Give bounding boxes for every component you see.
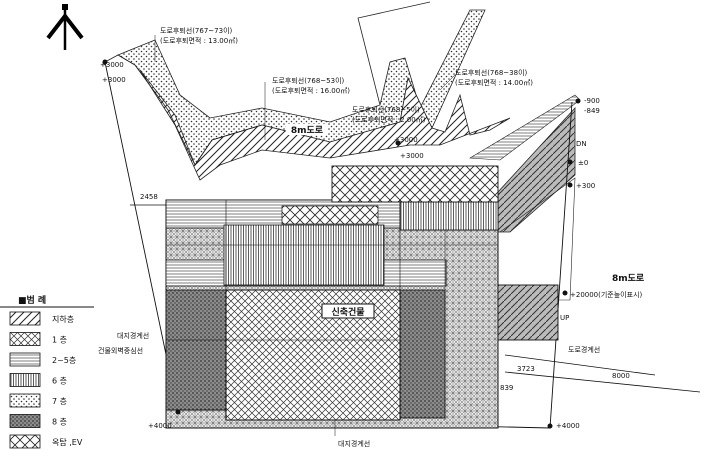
up-label: UP	[560, 314, 569, 322]
legend-label-f1: 1 층	[52, 336, 67, 345]
north-arrow-icon	[46, 4, 84, 50]
level-sw: +4000	[148, 422, 172, 430]
legend-swatch-b1	[9, 311, 41, 326]
svg-text:(도로후퇴면적 : 14.00㎡): (도로후퇴면적 : 14.00㎡)	[455, 78, 533, 87]
legend-swatch-f6	[9, 373, 41, 387]
level-markers	[102, 59, 581, 429]
legend-swatch-f2	[9, 352, 41, 367]
svg-text:도로후퇴선(768~53이): 도로후퇴선(768~53이)	[272, 76, 345, 85]
site-edge-label-1: 대지경계선	[117, 331, 149, 340]
level-ne-1: -900	[584, 97, 600, 105]
east-road-strip	[469, 94, 581, 301]
legend-swatch-f8	[9, 414, 41, 428]
new-building-label: 신축건물	[331, 306, 364, 318]
svg-text:도로후퇴선(768~5이): 도로후퇴선(768~5이)	[352, 105, 420, 114]
level-nw-bottom: +3000	[102, 76, 126, 84]
building-floor-8	[165, 289, 446, 419]
dimension-2458: 2458	[140, 193, 158, 201]
site-edge-label-3: 도로경계선	[568, 345, 600, 354]
svg-text:(도로후퇴면적 : 13.00㎡): (도로후퇴면적 : 13.00㎡)	[160, 36, 238, 45]
level-ne-2: -849	[584, 107, 600, 115]
svg-text:(도로후퇴면적 : 2.00㎡): (도로후퇴면적 : 2.00㎡)	[352, 115, 426, 124]
dn-label: DN	[576, 140, 587, 148]
legend-label-b1: 지하층	[52, 314, 74, 324]
site-edge-label-2: 건물외벽중심선	[98, 346, 143, 355]
legend-label-f8: 8 층	[52, 418, 67, 427]
dimension-839: 839	[500, 384, 513, 392]
callout-road-c: 도로후퇴선(768~5이) (도로후퇴면적 : 2.00㎡)	[352, 105, 426, 124]
building-internal-lines	[166, 200, 498, 420]
new-building-label-box	[321, 303, 375, 319]
callout-road-b: 도로후퇴선(768~53이) (도로후퇴면적 : 16.00㎡)	[264, 76, 350, 140]
level-east-300: +300	[576, 182, 595, 190]
legend: ■범 례 지하층 1 층 2~5층 6 층 7 층 8 층옥탑 ,EV	[0, 294, 94, 449]
dimension-3723: 3723	[517, 365, 535, 373]
level-center-top: +3000	[394, 136, 418, 144]
elevation-reference-label: +20000(기준높이표시)	[570, 290, 643, 299]
legend-label-f7: 7 층	[52, 397, 67, 406]
building-basement	[497, 284, 559, 341]
level-center-bottom: +3000	[400, 152, 424, 160]
legend-label-roof: 옥탑 ,EV	[52, 438, 83, 447]
north-road-label-bg	[286, 124, 328, 135]
callout-road-a: 도로후퇴선(767~73이) (도로후퇴면적 : 13.00㎡)	[154, 26, 238, 62]
legend-label-f6: 6 층	[52, 377, 67, 386]
level-se: +4000	[556, 422, 580, 430]
legend-swatch-roof	[9, 434, 41, 449]
site-edge-bottom-label: 대지경계선	[338, 439, 370, 448]
east-road-label: 8m도로	[612, 273, 645, 284]
north-road-setback	[104, 1, 511, 181]
building-floor-6	[223, 199, 499, 286]
north-road-label: 8m도로	[291, 125, 324, 136]
svg-text:(도로후퇴면적 : 16.00㎡): (도로후퇴면적 : 16.00㎡)	[272, 86, 350, 95]
building-roof-ev	[281, 165, 499, 225]
level-east-zero: ±0	[578, 159, 588, 167]
legend-label-f2: 2~5층	[52, 356, 76, 365]
legend-swatch-f7	[9, 393, 41, 408]
callout-road-d: 도로후퇴선(768~38이) (도로후퇴면적 : 14.00㎡)	[439, 68, 533, 91]
svg-text:도로후퇴선(767~73이): 도로후퇴선(767~73이)	[160, 26, 233, 35]
level-nw-top: +3000	[100, 61, 124, 69]
legend-swatch-f1	[9, 332, 41, 346]
svg-text:도로후퇴선(768~38이): 도로후퇴선(768~38이)	[455, 68, 528, 77]
dimension-8000: 8000	[612, 372, 630, 380]
legend-title: ■범 례	[18, 294, 46, 306]
